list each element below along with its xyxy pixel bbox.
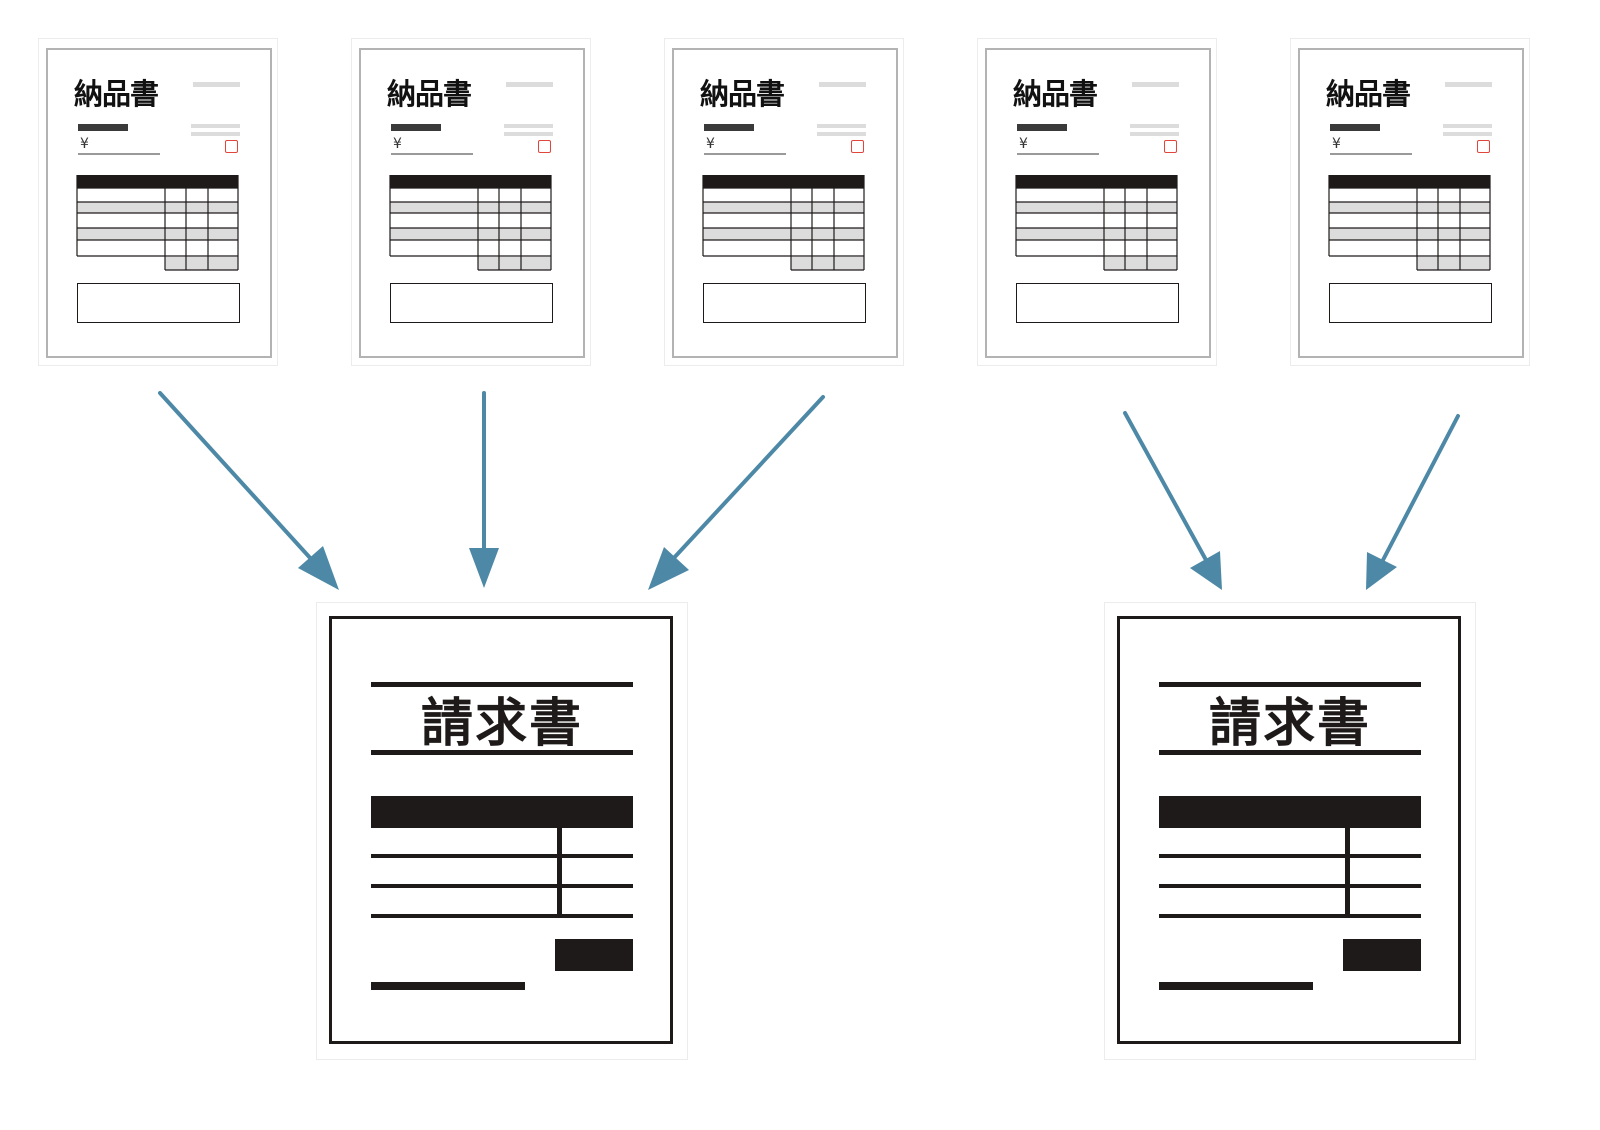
info-line <box>504 132 553 136</box>
recipient-bar <box>1330 124 1380 131</box>
remarks-box <box>1016 283 1179 323</box>
delivery-note-title: 納品書 <box>700 77 785 111</box>
delivery-note-4: 納品書 ¥ <box>977 38 1217 366</box>
header-line <box>819 82 866 87</box>
recipient-bar <box>1017 124 1067 131</box>
currency-symbol: ¥ <box>1332 136 1341 152</box>
info-line <box>1443 132 1492 136</box>
info-line <box>1130 132 1179 136</box>
delivery-note-title: 納品書 <box>1013 77 1098 111</box>
arrow-head-1 <box>298 546 339 590</box>
arrow-head-5 <box>1366 552 1397 590</box>
stamp-box <box>851 140 864 153</box>
invoice-title: 請求書 <box>420 694 583 754</box>
stamp-box <box>538 140 551 153</box>
table-header-bar <box>371 796 633 828</box>
currency-symbol: ¥ <box>706 136 715 152</box>
table-row-line <box>371 914 633 918</box>
info-line <box>504 124 553 128</box>
amount-underline <box>78 153 160 155</box>
amount-underline <box>1017 153 1099 155</box>
total-box <box>555 939 633 971</box>
info-line <box>191 132 240 136</box>
items-table <box>1328 175 1491 271</box>
title-rule-bottom <box>1159 750 1421 755</box>
amount-underline <box>704 153 786 155</box>
footer-line <box>371 982 525 990</box>
stamp-box <box>1477 140 1490 153</box>
table-row-line <box>1159 884 1421 888</box>
table-header-bar <box>1159 796 1421 828</box>
items-table <box>389 175 552 271</box>
info-line <box>1443 124 1492 128</box>
arrow-head-4 <box>1190 551 1222 590</box>
title-rule-top <box>371 682 633 687</box>
items-table <box>76 175 239 271</box>
table-row-line <box>1159 914 1421 918</box>
table-column-line <box>1345 828 1350 916</box>
remarks-box <box>77 283 240 323</box>
header-line <box>1445 82 1492 87</box>
remarks-box <box>1329 283 1492 323</box>
remarks-box <box>703 283 866 323</box>
title-rule-top <box>1159 682 1421 687</box>
stamp-box <box>225 140 238 153</box>
table-row-line <box>371 854 633 858</box>
footer-line <box>1159 982 1313 990</box>
amount-underline <box>1330 153 1412 155</box>
info-line <box>817 124 866 128</box>
delivery-note-3: 納品書 ¥ <box>664 38 904 366</box>
header-line <box>506 82 553 87</box>
delivery-note-2: 納品書 ¥ <box>351 38 591 366</box>
header-line <box>1132 82 1179 87</box>
total-box <box>1343 939 1421 971</box>
table-row-line <box>1159 854 1421 858</box>
currency-symbol: ¥ <box>80 136 89 152</box>
arrow-1 <box>158 391 314 562</box>
title-rule-bottom <box>371 750 633 755</box>
invoice-2: 請求書 <box>1104 602 1476 1060</box>
recipient-bar <box>78 124 128 131</box>
header-line <box>193 82 240 87</box>
delivery-note-title: 納品書 <box>74 77 159 111</box>
invoice-1: 請求書 <box>316 602 688 1060</box>
invoice-title: 請求書 <box>1208 694 1371 754</box>
currency-symbol: ¥ <box>393 136 402 152</box>
delivery-note-5: 納品書 ¥ <box>1290 38 1530 366</box>
recipient-bar <box>704 124 754 131</box>
info-line <box>1130 124 1179 128</box>
arrow-head-3 <box>648 547 689 590</box>
items-table <box>1015 175 1178 271</box>
amount-underline <box>391 153 473 155</box>
recipient-bar <box>391 124 441 131</box>
remarks-box <box>390 283 553 323</box>
arrow-head-2 <box>469 548 499 588</box>
delivery-note-title: 納品書 <box>387 77 472 111</box>
delivery-note-title: 納品書 <box>1326 77 1411 111</box>
delivery-note-1: 納品書 ¥ <box>38 38 278 366</box>
table-column-line <box>557 828 562 916</box>
items-table <box>702 175 865 271</box>
arrow-5 <box>1381 414 1460 562</box>
arrow-4 <box>1123 411 1208 562</box>
info-line <box>191 124 240 128</box>
table-row-line <box>371 884 633 888</box>
info-line <box>817 132 866 136</box>
currency-symbol: ¥ <box>1019 136 1028 152</box>
arrow-3 <box>670 395 825 562</box>
stamp-box <box>1164 140 1177 153</box>
